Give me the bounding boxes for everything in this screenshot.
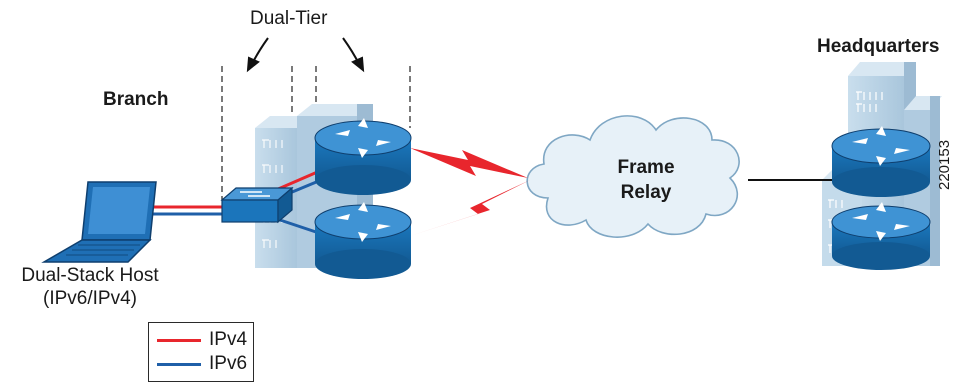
laptop-icon: [41, 181, 157, 263]
frame-relay-cloud-icon: [526, 115, 740, 238]
legend-swatch-ipv6: [157, 362, 201, 366]
frame-relay-label: Frame Relay: [606, 155, 686, 205]
branch-label: Branch: [103, 89, 169, 110]
legend-label-ipv4: IPv4: [209, 329, 248, 350]
legend-item-ipv6: IPv6: [157, 353, 247, 375]
legend-item-ipv4: IPv4: [157, 329, 247, 351]
figure-id: 220153: [936, 139, 953, 190]
frame-relay-line1: Frame: [617, 157, 675, 178]
dual-tier-arrows: [246, 37, 365, 73]
switch-icon: [220, 186, 294, 224]
host-label-line2: (IPv6/IPv4): [43, 288, 137, 309]
legend: IPv4 IPv6: [148, 322, 254, 382]
frame-relay-line2: Relay: [620, 182, 672, 203]
host-switch-links: [152, 205, 228, 216]
legend-swatch-ipv4: [157, 338, 201, 342]
router-icon-branch-bottom: [314, 202, 412, 279]
router-icon-hq-top: [831, 126, 931, 197]
legend-label-ipv6: IPv6: [209, 353, 248, 374]
headquarters-label: Headquarters: [817, 36, 940, 57]
host-label: Dual-Stack Host (IPv6/IPv4): [0, 264, 180, 310]
router-icon-branch-top: [314, 118, 412, 195]
dual-tier-label: Dual-Tier: [250, 8, 328, 29]
serial-link-icon: [410, 148, 530, 236]
router-icon-hq-bottom: [831, 202, 931, 270]
host-label-line1: Dual-Stack Host: [21, 265, 159, 286]
